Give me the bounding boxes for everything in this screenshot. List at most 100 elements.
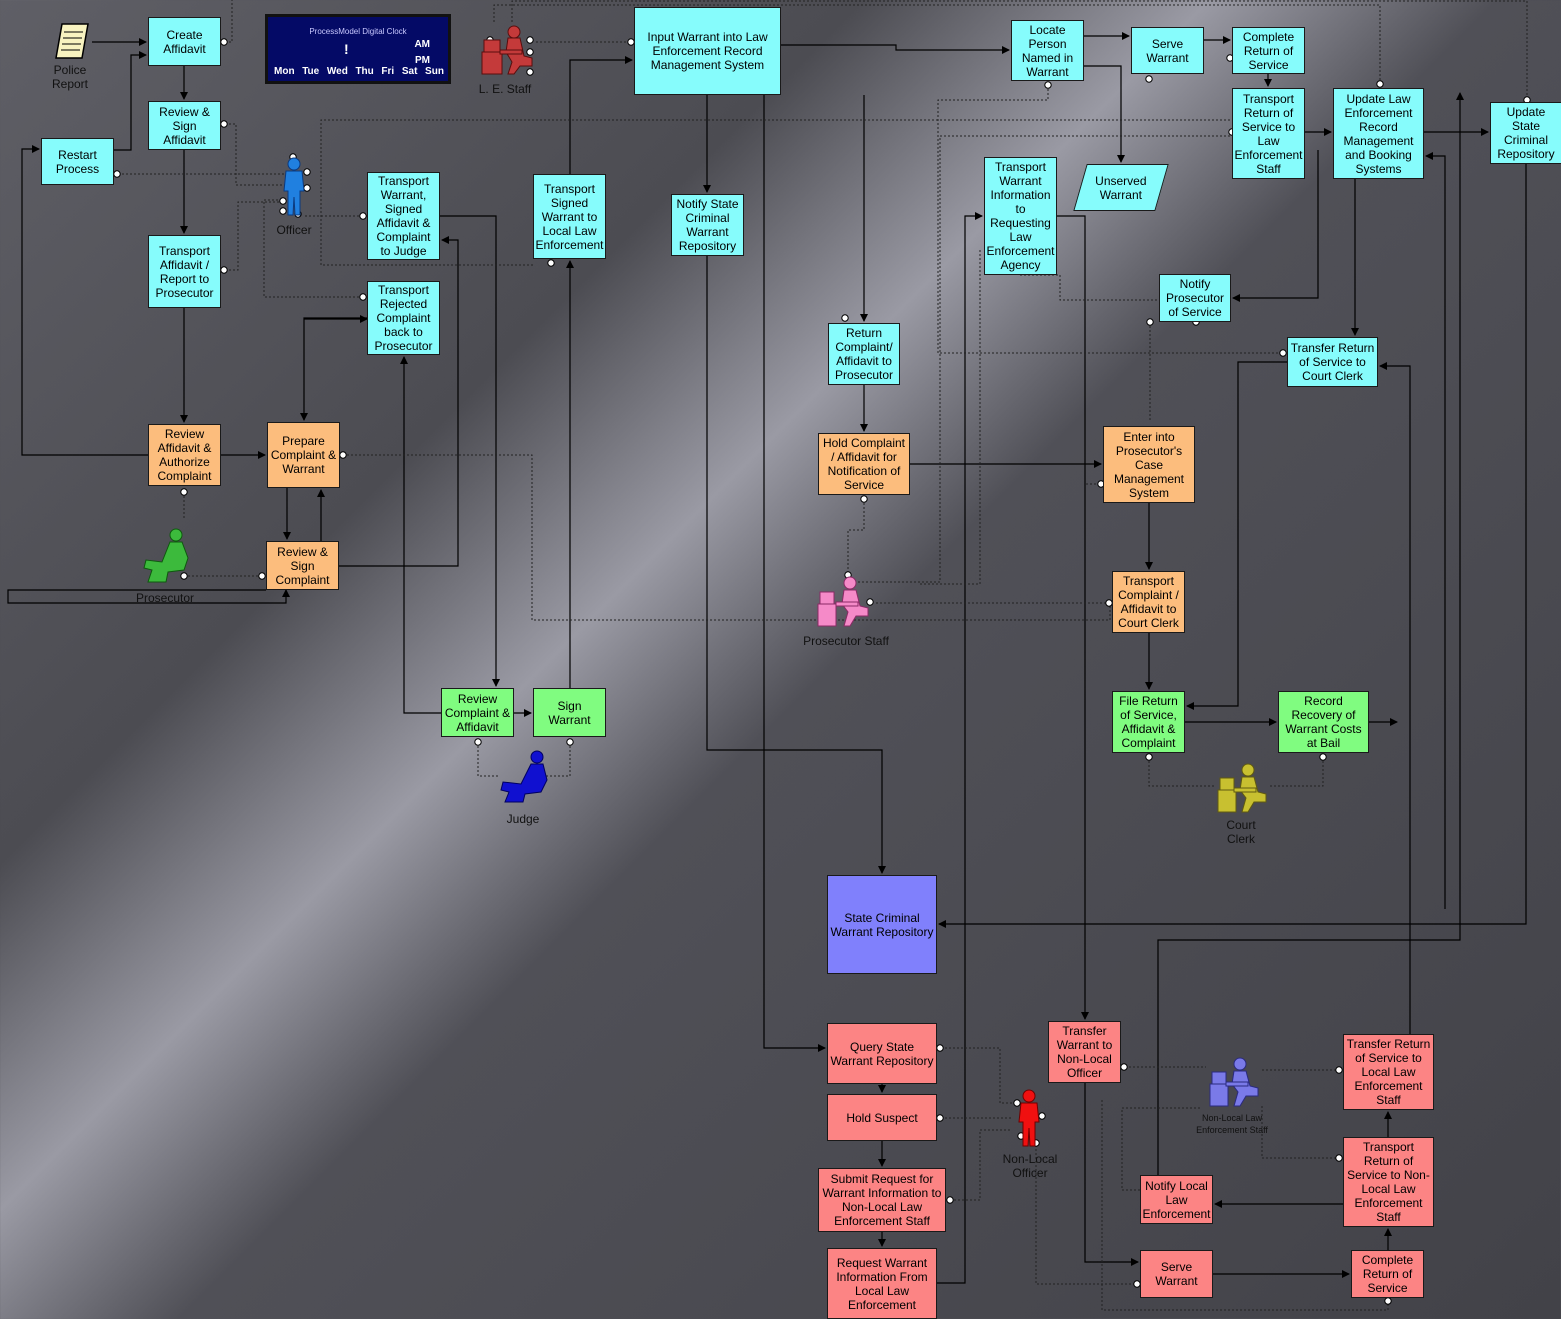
connection-point[interactable] [1377, 81, 1383, 87]
police-report-label: Police Report [40, 63, 100, 91]
activity-transport-rejected-complaint[interactable]: Transport Rejected Complaint back to Pro… [367, 281, 440, 355]
unserved-warrant-label: Unserved Warrant [1083, 174, 1159, 202]
connection-point[interactable] [1336, 1155, 1342, 1161]
connection-point[interactable] [221, 267, 227, 273]
activity-sign-warrant[interactable]: Sign Warrant [533, 688, 606, 737]
court-clerk-icon[interactable] [1214, 762, 1270, 814]
activity-transfer-return-local[interactable]: Transfer Return of Service to Local Law … [1343, 1034, 1434, 1110]
activity-enter-case-management[interactable]: Enter into Prosecutor's Case Management … [1103, 426, 1195, 503]
activity-transport-signed-warrant[interactable]: Transport Signed Warrant to Local Law En… [533, 174, 606, 259]
prosecutor-label: Prosecutor [136, 591, 194, 605]
flow-connector [22, 149, 148, 455]
connection-point[interactable] [1385, 1298, 1391, 1304]
clock-days: Mon Tue Wed Thu Fri Sat Sun [274, 66, 444, 77]
activity-update-state-repository[interactable]: Update State Criminal Repository [1490, 102, 1561, 164]
activity-locate-person[interactable]: Locate Person Named in Warrant [1011, 20, 1084, 81]
connection-point[interactable] [340, 452, 346, 458]
activity-transport-affidavit-prosecutor[interactable]: Transport Affidavit / Report to Prosecut… [148, 235, 221, 308]
officer-label: Officer [276, 223, 311, 237]
activity-request-warrant-info[interactable]: Request Warrant Information From Local L… [827, 1248, 937, 1319]
activity-complete-return-nonlocal[interactable]: Complete Return of Service [1351, 1250, 1424, 1298]
activity-notify-prosecutor-service[interactable]: Notify Prosecutor of Service [1159, 274, 1231, 322]
activity-query-state-repository[interactable]: Query State Warrant Repository [827, 1023, 937, 1084]
activity-transfer-warrant-nonlocal[interactable]: Transfer Warrant to Non-Local Officer [1048, 1021, 1121, 1083]
activity-review-sign-complaint[interactable]: Review & Sign Complaint [266, 541, 339, 590]
resource-link [221, 202, 280, 270]
state-criminal-repository[interactable]: State Criminal Warrant Repository [827, 875, 937, 974]
activity-transport-complaint-clerk[interactable]: Transport Complaint / Affidavit to Court… [1112, 571, 1185, 633]
activity-return-complaint-prosecutor[interactable]: Return Complaint/ Affidavit to Prosecuto… [828, 323, 900, 385]
flow-connector [570, 60, 632, 174]
activity-unserved-warrant[interactable]: Unserved Warrant [1073, 164, 1168, 211]
resource-link [937, 1048, 1012, 1103]
activity-prepare-complaint-warrant[interactable]: Prepare Complaint & Warrant [267, 422, 340, 488]
activity-serve-warrant-nonlocal[interactable]: Serve Warrant [1140, 1250, 1213, 1298]
activity-serve-warrant[interactable]: Serve Warrant [1131, 27, 1204, 74]
activity-record-recovery[interactable]: Record Recovery of Warrant Costs at Bail [1278, 691, 1369, 753]
connection-point[interactable] [937, 1045, 943, 1051]
connection-point[interactable] [360, 213, 366, 219]
flow-connector [1187, 362, 1287, 706]
le-staff-label: L. E. Staff [479, 82, 531, 96]
connection-point[interactable] [221, 39, 227, 45]
connection-point[interactable] [937, 1115, 943, 1121]
connection-point[interactable] [475, 739, 481, 745]
nonlocal-officer-icon[interactable] [1012, 1088, 1046, 1148]
connection-point[interactable] [360, 294, 366, 300]
connection-point[interactable] [181, 489, 187, 495]
connection-point[interactable] [947, 1197, 953, 1203]
connection-point[interactable] [1146, 76, 1152, 82]
nonlocal-officer-label: Non-Local Officer [1000, 1152, 1060, 1180]
flow-connector [1085, 1083, 1138, 1262]
flow-connector [404, 357, 477, 713]
activity-notify-local-le[interactable]: Notify Local Law Enforcement [1140, 1175, 1213, 1224]
flow-connector [1084, 66, 1121, 162]
connection-point[interactable] [1320, 754, 1326, 760]
activity-complete-return-service[interactable]: Complete Return of Service [1232, 27, 1305, 74]
nonlocal-staff-icon[interactable] [1206, 1056, 1262, 1108]
connection-point[interactable] [1147, 319, 1153, 325]
prosecutor-staff-icon[interactable] [814, 574, 874, 628]
court-clerk-label: Court Clerk [1216, 818, 1266, 846]
activity-restart-process[interactable]: Restart Process [41, 138, 114, 185]
connection-point[interactable] [1146, 754, 1152, 760]
activity-transport-warrant-info[interactable]: Transport Warrant Information to Request… [984, 157, 1057, 275]
activity-transfer-return-court-clerk[interactable]: Transfer Return of Service to Court Cler… [1287, 337, 1378, 387]
flow-connector [1158, 93, 1460, 1175]
activity-review-authorize-complaint[interactable]: Review Affidavit & Authorize Complaint [148, 424, 221, 486]
connection-point[interactable] [1336, 1067, 1342, 1073]
connection-point[interactable] [1121, 1064, 1127, 1070]
activity-hold-suspect[interactable]: Hold Suspect [827, 1094, 937, 1141]
activity-transport-return-nonlocal[interactable]: Transport Return of Service to Non-Local… [1343, 1137, 1434, 1227]
connection-point[interactable] [1280, 350, 1286, 356]
activity-input-warrant[interactable]: Input Warrant into Law Enforcement Recor… [634, 7, 781, 95]
connection-point[interactable] [1045, 82, 1051, 88]
connection-point[interactable] [114, 171, 120, 177]
connection-point[interactable] [567, 739, 573, 745]
connection-point[interactable] [861, 496, 867, 502]
resource-link [848, 499, 864, 574]
activity-create-affidavit[interactable]: Create Affidavit [148, 17, 221, 66]
le-staff-icon[interactable] [480, 22, 536, 76]
connection-point[interactable] [221, 121, 227, 127]
prosecutor-icon[interactable] [138, 526, 196, 584]
resource-link [221, 0, 232, 42]
officer-icon[interactable] [278, 155, 310, 217]
activity-transport-return-staff[interactable]: Transport Return of Service to Law Enfor… [1232, 88, 1305, 179]
activity-file-return-service[interactable]: File Return of Service, Affidavit & Comp… [1112, 691, 1185, 753]
connection-point[interactable] [259, 573, 265, 579]
activity-review-complaint-affidavit[interactable]: Review Complaint & Affidavit [441, 688, 514, 737]
activity-transport-warrant-judge[interactable]: Transport Warrant, Signed Affidavit & Co… [367, 172, 440, 260]
activity-submit-request-info[interactable]: Submit Request for Warrant Information t… [818, 1168, 946, 1232]
activity-review-sign-affidavit[interactable]: Review & Sign Affidavit [148, 101, 221, 150]
connection-point[interactable] [548, 260, 554, 266]
flow-connector [114, 55, 146, 150]
flow-connector [1057, 216, 1085, 1019]
activity-notify-state-repository[interactable]: Notify State Criminal Warrant Repository [671, 194, 744, 256]
resource-link [1268, 757, 1323, 786]
activity-update-le-record[interactable]: Update Law Enforcement Record Management… [1333, 88, 1424, 179]
judge-icon[interactable] [497, 748, 551, 804]
connection-point[interactable] [842, 315, 848, 321]
activity-hold-complaint[interactable]: Hold Complaint / Affidavit for Notificat… [818, 433, 910, 495]
prosecutor-staff-label: Prosecutor Staff [803, 634, 889, 648]
